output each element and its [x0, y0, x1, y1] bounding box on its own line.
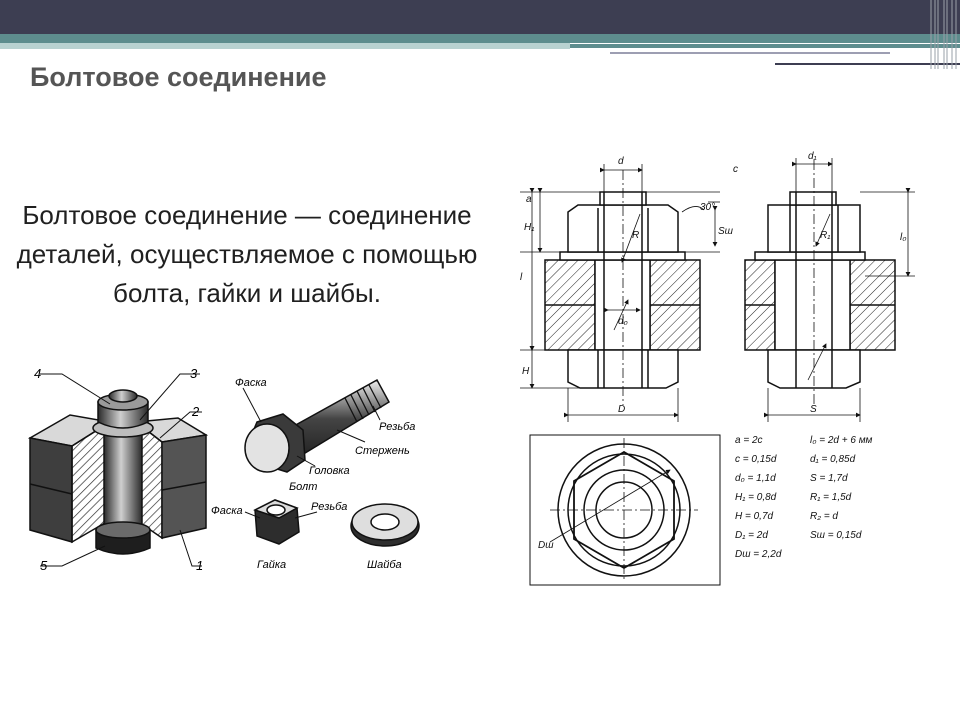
left-section-view [520, 164, 720, 422]
dim-R1: R₁ [820, 230, 830, 241]
dim-S: S [810, 404, 817, 415]
label-nut-chamfer: Фаска [211, 505, 243, 517]
part-leaders [242, 387, 381, 519]
formula-Sw: Sш = 0,15d [810, 530, 862, 541]
dim-c: c [733, 164, 738, 175]
dim-d: d [618, 156, 624, 167]
label-nut-thread: Резьба [311, 501, 347, 513]
nut-part [253, 499, 300, 545]
slide-light-band [0, 43, 570, 49]
dim-l: l [520, 272, 523, 283]
dim-l0: l₀ [900, 232, 906, 243]
dim-D: D [618, 404, 625, 415]
label-bolt-thread: Резьба [379, 421, 415, 433]
dim-a: a [526, 194, 532, 205]
label-bolt-shank: Стержень [355, 445, 410, 457]
washer-part [350, 503, 420, 547]
formula-H: H = 0,7d [735, 511, 774, 522]
fastener-parts-illustration: Фаска Резьба Стержень Головка Болт Фаска… [211, 377, 420, 571]
dim-H: H [522, 366, 530, 377]
formula-Dsh: Dш = 2,2d [735, 549, 782, 560]
decorative-lines [570, 43, 960, 69]
formula-H1: H₁ = 0,8d [735, 492, 777, 503]
bolt-head-iso [95, 521, 151, 555]
formula-l0: l₀ = 2d + 6 мм [810, 435, 873, 446]
technical-drawing: d d₁ c a H₁ 30° R R₁ Sш l d₀ H D S l₀ Dш… [520, 151, 915, 586]
left-plate [27, 414, 113, 544]
slide-teal-band [0, 34, 960, 43]
label-nut: Гайка [257, 559, 286, 571]
formula-a: a = 2c [735, 435, 763, 446]
formula-c: c = 0,15d [735, 454, 777, 465]
label-bolt-head: Головка [309, 465, 350, 477]
callout-2: 2 [191, 404, 200, 419]
nut-iso [97, 389, 149, 429]
callout-1: 1 [196, 558, 203, 573]
label-washer: Шайба [367, 559, 402, 571]
callout-4: 4 [34, 366, 41, 381]
label-bolt-chamfer: Фаска [235, 377, 267, 389]
dim-d0: d₀ [618, 316, 628, 327]
bolted-joint-illustration: 4 3 2 5 1 [27, 366, 209, 573]
formula-table: a = 2c l₀ = 2d + 6 мм c = 0,15d d₁ = 0,8… [735, 435, 873, 560]
slide-top-bar [0, 0, 960, 34]
formula-d0: d₀ = 1,1d [735, 473, 776, 484]
dim-d1: d₁ [808, 151, 817, 162]
callout-leaders [40, 373, 202, 567]
top-view [529, 434, 721, 586]
bolt-part [244, 378, 391, 473]
dim-Dsh: Dш [538, 540, 554, 551]
callout-3: 3 [190, 366, 198, 381]
right-section-view [744, 158, 915, 422]
dim-H1: H₁ [524, 222, 534, 233]
label-bolt: Болт [289, 481, 317, 493]
right-plate [134, 417, 209, 540]
definition-text: Болтовое соединение — соединение деталей… [16, 200, 478, 308]
dim-angle: 30° [700, 202, 715, 213]
decorative-stripes [930, 0, 957, 69]
callout-5: 5 [40, 558, 48, 573]
formula-R1: R₁ = 1,5d [810, 492, 852, 503]
formula-R2: R₂ = d [810, 511, 838, 522]
formula-D1: D₁ = 2d [735, 530, 768, 541]
slide-title: Болтовое соединение [30, 62, 327, 92]
dim-R: R [632, 230, 639, 241]
dim-Sw: Sш [718, 226, 734, 237]
formula-S: S = 1,7d [810, 473, 848, 484]
formula-d1: d₁ = 0,85d [810, 454, 856, 465]
